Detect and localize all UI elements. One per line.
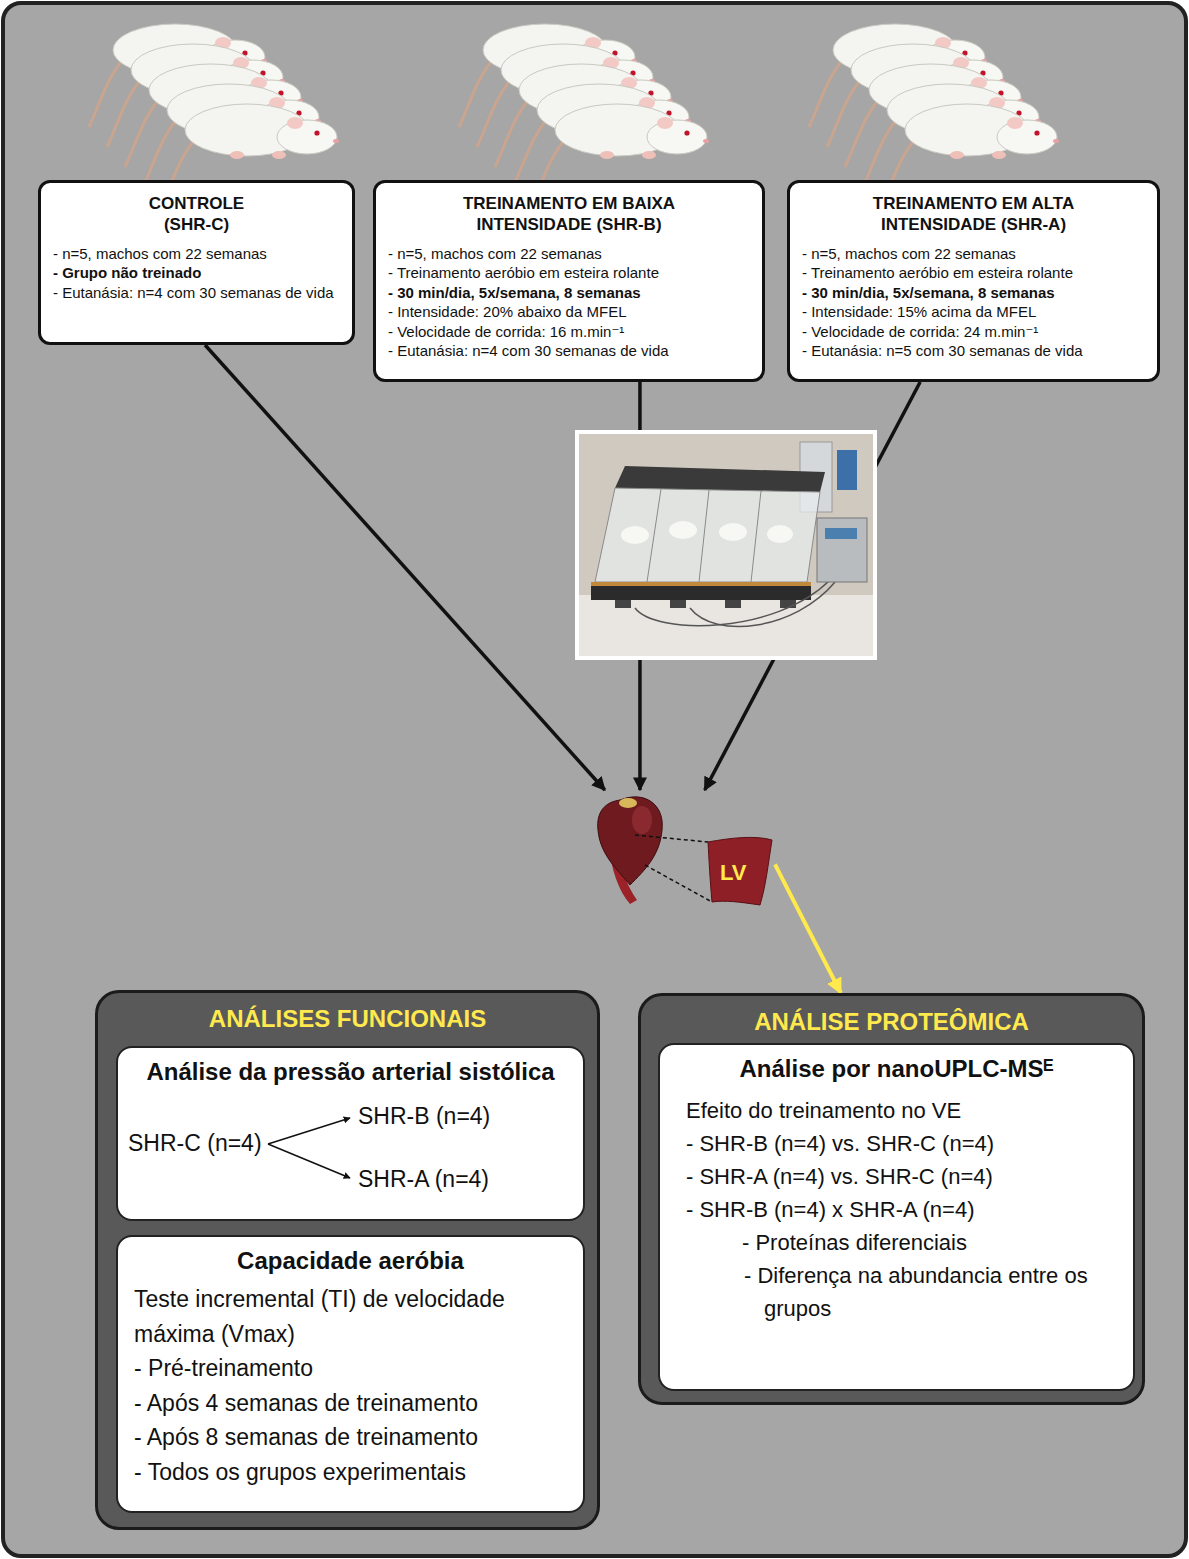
body-text: - n=5, machos com 22 semanas bbox=[388, 244, 750, 264]
body-text: - Diferença na abundancia entre os grupo… bbox=[672, 1259, 1121, 1325]
body-text: - Após 8 semanas de treinamento bbox=[130, 1420, 571, 1455]
body-text: - 30 min/dia, 5x/semana, 8 semanas bbox=[388, 283, 750, 303]
panel-title: ANÁLISE PROTEÔMICA bbox=[641, 996, 1142, 1037]
body-text: - Eutanásia: n=4 com 30 semanas de vida bbox=[53, 283, 340, 303]
body-text: - Grupo não treinado bbox=[53, 263, 340, 283]
body-text: - SHR-B (n=4) vs. SHR-C (n=4) bbox=[672, 1127, 1121, 1160]
heading-text: CONTROLE (SHR-C) bbox=[142, 193, 252, 236]
part-label: LV bbox=[720, 860, 746, 886]
group-label: SHR-C (n=4) bbox=[128, 1130, 262, 1158]
analysis-box: Capacidade aeróbiaTeste incremental (TI)… bbox=[116, 1235, 585, 1513]
heading-text: Capacidade aeróbia bbox=[130, 1245, 571, 1276]
body-text: - Treinamento aeróbio em esteira rolante bbox=[388, 263, 750, 283]
heart-sample: LV bbox=[590, 790, 775, 910]
body-text: - Eutanásia: n=4 com 30 semanas de vida bbox=[388, 341, 750, 361]
body-text: - Velocidade de corrida: 24 m.min⁻¹ bbox=[802, 322, 1145, 342]
group-box: CONTROLE (SHR-C) - n=5, machos com 22 sem… bbox=[38, 180, 355, 345]
body-text: - n=5, machos com 22 semanas bbox=[802, 244, 1145, 264]
body-text: - Pré-treinamento bbox=[130, 1351, 571, 1386]
group-label: SHR-A (n=4) bbox=[358, 1166, 489, 1194]
flow-arrow bbox=[775, 864, 841, 993]
body-text: - Velocidade de corrida: 16 m.min⁻¹ bbox=[388, 322, 750, 342]
group-label: SHR-B (n=4) bbox=[358, 1103, 490, 1131]
body-text: Efeito do treinamento no VE bbox=[672, 1094, 1121, 1127]
analysis-box: Análise por nanoUPLC-MSᴱEfeito do treina… bbox=[658, 1043, 1135, 1391]
group-box: TREINAMENTO EM BAIXA INTENSIDADE (SHR-B)… bbox=[373, 180, 765, 382]
body-text: - Intensidade: 20% abaixo da MFEL bbox=[388, 302, 750, 322]
group-box: TREINAMENTO EM ALTA INTENSIDADE (SHR-A) -… bbox=[787, 180, 1160, 382]
body-text: - SHR-B (n=4) x SHR-A (n=4) bbox=[672, 1193, 1121, 1226]
treadmill-photo bbox=[575, 430, 877, 660]
analysis-panel: ANÁLISES FUNCIONAIS Análise da pressão a… bbox=[95, 990, 600, 1530]
heading-text: Análise por nanoUPLC-MSᴱ bbox=[672, 1053, 1121, 1084]
analysis-box: Análise da pressão arterial sistólicaSHR… bbox=[116, 1046, 585, 1221]
body-text: - 30 min/dia, 5x/semana, 8 semanas bbox=[802, 283, 1145, 303]
body-text: - Intensidade: 15% acima da MFEL bbox=[802, 302, 1145, 322]
analysis-panel: ANÁLISE PROTEÔMICA Análise por nanoUPLC-M… bbox=[638, 993, 1145, 1405]
body-text: - SHR-A (n=4) vs. SHR-C (n=4) bbox=[672, 1160, 1121, 1193]
heading-text: Análise da pressão arterial sistólica bbox=[130, 1056, 571, 1087]
body-text: - Proteínas diferenciais bbox=[672, 1226, 1121, 1259]
panel-title: ANÁLISES FUNCIONAIS bbox=[98, 993, 597, 1034]
heading-text: TREINAMENTO EM ALTA INTENSIDADE (SHR-A) bbox=[854, 193, 1094, 236]
body-text: - n=5, machos com 22 semanas bbox=[53, 244, 340, 264]
heading-text: TREINAMENTO EM BAIXA INTENSIDADE (SHR-B) bbox=[449, 193, 689, 236]
body-text: - Eutanásia: n=5 com 30 semanas de vida bbox=[802, 341, 1145, 361]
body-text: - Treinamento aeróbio em esteira rolante bbox=[802, 263, 1145, 283]
heart-illustration bbox=[590, 790, 775, 910]
body-text: - Após 4 semanas de treinamento bbox=[130, 1386, 571, 1421]
flow-arrow bbox=[205, 345, 605, 790]
body-text: - Todos os grupos experimentais bbox=[130, 1455, 571, 1490]
body-text: Teste incremental (TI) de velocidade máx… bbox=[130, 1282, 571, 1351]
